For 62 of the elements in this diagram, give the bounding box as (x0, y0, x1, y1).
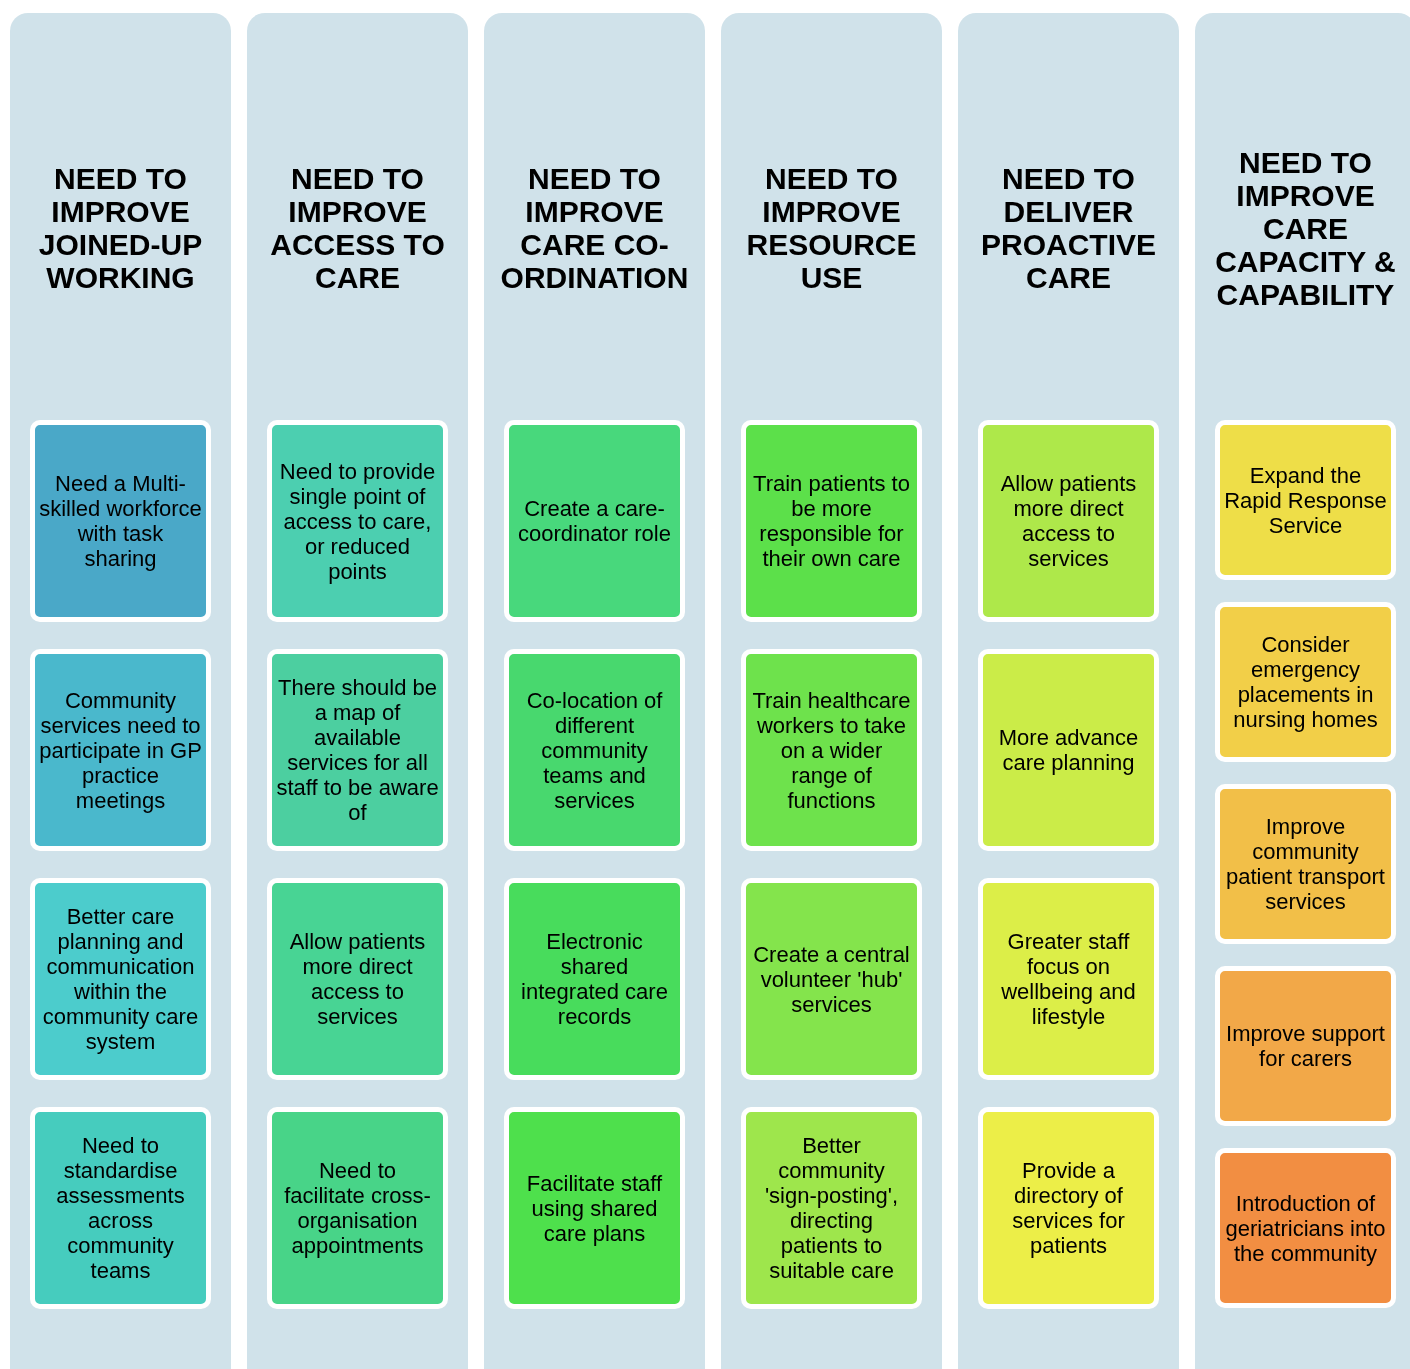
column-panel (721, 13, 942, 1369)
need-card (978, 649, 1159, 851)
need-card (30, 649, 211, 851)
card-text: Facilitate staff using shared care plans (525, 1170, 664, 1246)
card-text: Create a central volunteer 'hub' services (752, 941, 911, 1017)
column-panel (1195, 13, 1410, 1369)
card-text: Need a Multi-skilled workforce with task sharing (39, 471, 202, 571)
need-card (1215, 420, 1396, 580)
card-text: Need to provide single point of access to care, or reduced points (278, 458, 437, 584)
card-text: Allow patients more direct access to services (288, 929, 427, 1029)
need-card (1215, 784, 1396, 944)
need-card (267, 878, 448, 1080)
column-panel (958, 13, 1179, 1369)
card-text: Train patients to be more responsible for their own care (752, 471, 911, 571)
need-card (741, 420, 922, 622)
card-text: Create a care-coordinator role (517, 496, 672, 546)
need-card (741, 1107, 922, 1309)
card-text: Need to standardise assessments across community teams (55, 1133, 186, 1283)
card-text: There should be a map of available services for all staff to be aware of (276, 675, 439, 825)
column-panel (247, 13, 468, 1369)
need-card (267, 420, 448, 622)
need-card (267, 1107, 448, 1309)
card-text: Improve support for carers (1225, 1021, 1386, 1071)
need-card (30, 420, 211, 622)
column-heading: NEED TO IMPROVE ACCESS TO CARE (269, 162, 446, 294)
card-text: Greater staff focus on wellbeing and lifestyle (1000, 929, 1137, 1029)
card-text: More advance care planning (997, 725, 1140, 775)
need-card (978, 420, 1159, 622)
need-card (741, 649, 922, 851)
need-card (741, 878, 922, 1080)
column-heading: NEED TO IMPROVE CARE CO-ORDINATION (499, 162, 690, 294)
need-card (30, 878, 211, 1080)
card-text: Co-location of different community teams and services (525, 687, 664, 813)
column-heading: NEED TO IMPROVE CARE CAPACITY & CAPABILITY (1214, 145, 1397, 311)
column-panel (10, 13, 231, 1369)
need-card (1215, 966, 1396, 1126)
card-text: Electronic shared integrated care records (520, 929, 669, 1029)
column-heading: NEED TO IMPROVE JOINED-UP WORKING (37, 162, 204, 294)
card-text: Consider emergency placements in nursing homes (1232, 632, 1379, 732)
need-card (1215, 602, 1396, 762)
need-card (504, 1107, 685, 1309)
need-card (1215, 1148, 1396, 1308)
need-card (267, 649, 448, 851)
need-card (504, 649, 685, 851)
column-heading: NEED TO DELIVER PROACTIVE CARE (980, 162, 1157, 294)
card-text: Need to facilitate cross-organisation appointments (283, 1158, 432, 1258)
card-text: Allow patients more direct access to services (999, 471, 1138, 571)
card-text: Train healthcare workers to take on a wider range of functions (751, 687, 912, 813)
card-text: Improve community patient transport services (1225, 814, 1386, 914)
card-text: Provide a directory of services for patients (1011, 1158, 1126, 1258)
column-panel (484, 13, 705, 1369)
need-card (504, 420, 685, 622)
need-card (504, 878, 685, 1080)
need-card (978, 878, 1159, 1080)
card-text: Better care planning and communication within the community care system (41, 904, 200, 1054)
need-card (978, 1107, 1159, 1309)
card-text: Community services need to participate in GP practice meetings (39, 687, 202, 813)
column-heading: NEED TO IMPROVE RESOURCE USE (745, 162, 918, 294)
need-card (30, 1107, 211, 1309)
card-text: Introduction of geriatricians into the community (1224, 1190, 1387, 1266)
card-text: Expand the Rapid Response Service (1224, 462, 1387, 538)
card-text: Better community 'sign-posting', directing patients to suitable care (763, 1133, 900, 1283)
